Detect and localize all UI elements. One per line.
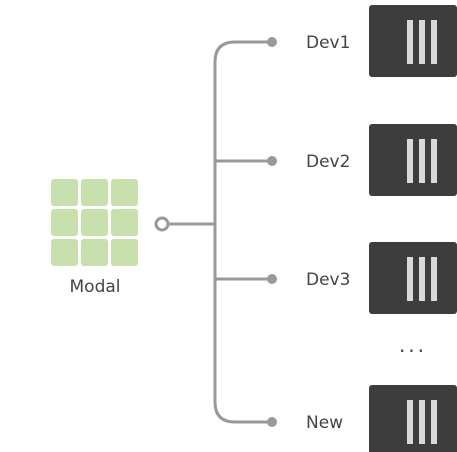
bus-connector <box>213 40 236 424</box>
device-stripe <box>419 20 425 64</box>
device-label: Dev1 <box>306 33 350 53</box>
modal-grid-tile <box>111 239 138 266</box>
device-port-dot <box>267 156 277 166</box>
device-label: Dev2 <box>306 152 350 172</box>
modal-grid-tile <box>81 209 108 236</box>
device-port-dot <box>267 274 277 284</box>
device-stripe <box>431 400 437 444</box>
modal-grid-tile <box>81 179 108 206</box>
device-stripe <box>431 139 437 183</box>
device-stripe <box>407 400 413 444</box>
server-rack-icon <box>369 385 457 452</box>
ellipsis-icon: ... <box>399 333 427 357</box>
modal-output-port <box>154 216 170 232</box>
modal-grid-tile <box>51 179 78 206</box>
modal-grid-tile <box>51 239 78 266</box>
device-stripe <box>419 257 425 301</box>
modal-label: Modal <box>70 277 121 297</box>
modal-grid-tile <box>111 179 138 206</box>
device-port-dot <box>267 37 277 47</box>
device-port-dot <box>267 417 277 427</box>
modal-grid-tile <box>111 209 138 236</box>
device-stripe <box>407 20 413 64</box>
connector-tree <box>154 37 277 427</box>
grid-icon <box>51 179 138 266</box>
device-stripe <box>407 257 413 301</box>
device-label: Dev3 <box>306 270 350 290</box>
device-stripe <box>407 139 413 183</box>
device-stripe <box>419 400 425 444</box>
modal-grid-tile <box>51 209 78 236</box>
modal-grid-tile <box>81 239 108 266</box>
device-stripe <box>431 257 437 301</box>
server-rack-icon <box>369 242 457 314</box>
server-rack-icon <box>369 124 457 196</box>
device-stripe <box>419 139 425 183</box>
server-rack-icon <box>369 5 457 77</box>
device-stripe <box>431 20 437 64</box>
device-label: New <box>306 413 343 433</box>
